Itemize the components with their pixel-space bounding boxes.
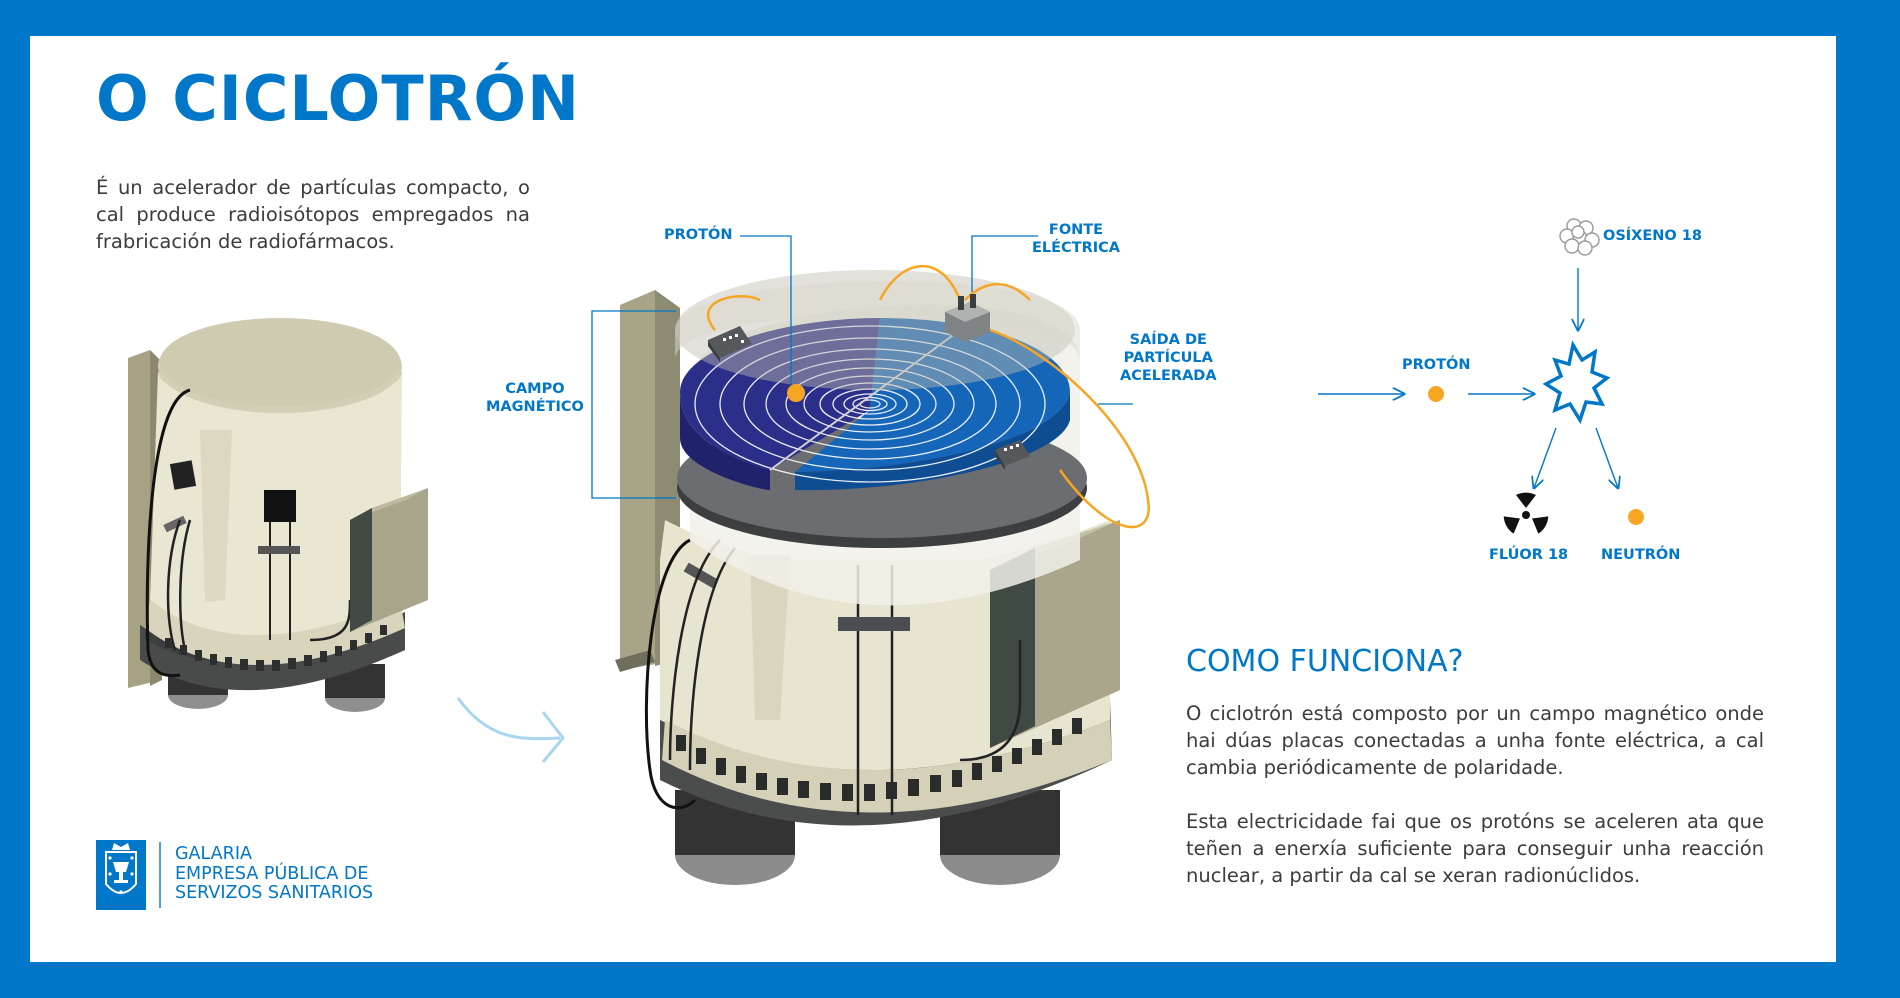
page-title: O CICLOTRÓN	[96, 62, 580, 135]
curved-arrow-icon	[456, 697, 561, 741]
intro-text: É un acelerador de partículas compacto, …	[96, 176, 530, 253]
label-fluorine-18: FLÚOR 18	[1489, 547, 1569, 563]
label-power-source: FONTE ELÉCTRICA	[1032, 222, 1121, 256]
organization-logo-text: GALARIA EMPRESA PÚBLICA DE SERVIZOS SANI…	[175, 844, 374, 904]
label-particle-exit: SAÍDA DE PARTÍCULA ACELERADA	[1120, 332, 1217, 384]
how-it-works-paragraph-1: O ciclotrón está composto por un campo m…	[1186, 702, 1764, 779]
how-it-works-paragraph-2: Esta electricidade fai que os protóns se…	[1186, 810, 1764, 887]
label-neutron: NEUTRÓN	[1601, 547, 1681, 563]
label-magnetic-field: CAMPO MAGNÉTICO	[486, 381, 584, 415]
small-cyclotron	[128, 318, 428, 712]
label-oxygen-18: OSÍXENO 18	[1603, 228, 1702, 244]
label-reaction-proton: PROTÓN	[1402, 357, 1471, 373]
logo-line-1: GALARIA	[175, 844, 252, 864]
logo-line-3: SERVIZOS SANITARIOS	[175, 883, 374, 903]
explosion-icon	[1542, 340, 1611, 425]
nuclear-reaction-diagram	[1318, 218, 1644, 534]
logo-line-2: EMPRESA PÚBLICA DE	[175, 863, 369, 884]
radiation-icon	[1503, 492, 1549, 534]
galician-coat-of-arms-icon	[96, 840, 161, 910]
large-cyclotron	[615, 265, 1150, 885]
oxygen-atom-icon	[1559, 218, 1600, 256]
label-proton: PROTÓN	[664, 227, 733, 243]
how-it-works-title: COMO FUNCIONA?	[1186, 644, 1464, 679]
